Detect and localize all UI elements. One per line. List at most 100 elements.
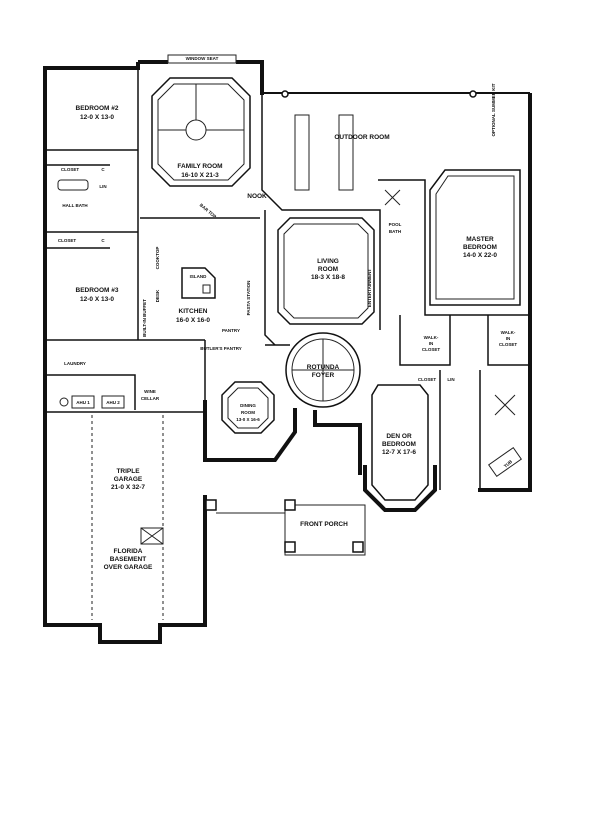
- label-pool-bath: POOL: [389, 222, 402, 227]
- label-entertainment: ENTERTAINMENT: [367, 269, 372, 307]
- front-porch-area: [284, 504, 366, 556]
- window-seat: [167, 54, 237, 64]
- label-c: C: [101, 167, 105, 172]
- label-island: ISLAND: [190, 274, 208, 279]
- label-foyer: FOYER: [312, 372, 335, 379]
- label-ahu1: AHU 1: [76, 400, 90, 405]
- label-living-room-size: 18-3 X 18-8: [311, 274, 345, 281]
- label-garage: TRIPLE: [116, 468, 140, 475]
- label-bedroom2: BEDROOM #2: [76, 105, 119, 112]
- label-garage-2: GARAGE: [114, 476, 143, 483]
- label-basement: FLORIDA: [114, 548, 143, 555]
- label-walk-in-closet-3: CLOSET: [499, 342, 518, 347]
- column: [469, 90, 477, 98]
- label-bar-top: BAR TOP: [199, 202, 218, 219]
- exterior-walls: [43, 60, 532, 644]
- label-walk-in-closet: WALK-: [424, 335, 439, 340]
- label-closet: CLOSET: [61, 167, 80, 172]
- label-kitchen-size: 16-0 X 16-0: [176, 317, 210, 324]
- label-family-room-size: 16-10 X 21-3: [181, 172, 219, 179]
- ahu2-unit: [101, 395, 125, 409]
- rotunda-outer: [285, 332, 361, 408]
- label-pantry: PANTRY: [222, 328, 240, 333]
- ceiling-medallion: [185, 119, 207, 141]
- label-tub: TUB: [503, 458, 514, 468]
- label-den: DEN OR: [386, 433, 412, 440]
- den-ceiling: [371, 384, 429, 501]
- label-desk: DESK: [155, 289, 160, 302]
- attic-access-cross: [140, 527, 164, 545]
- label-walk-in-closet: WALK-: [501, 330, 516, 335]
- label-walk-in-closet-2: IN: [506, 336, 511, 341]
- label-front-porch: FRONT PORCH: [300, 521, 348, 528]
- label-summer-kitchen: OPTIONAL SUMMER KIT: [491, 83, 496, 136]
- label-rotunda: ROTUNDA: [307, 364, 340, 371]
- label-nook: NOOK: [247, 193, 267, 200]
- label-window-seat: WINDOW SEAT: [186, 56, 219, 61]
- master-tub-icon: [488, 446, 522, 478]
- label-dining-room-size: 13-0 X 16-6: [236, 417, 260, 422]
- pool-shower-icon: [384, 189, 401, 206]
- living-room-ceiling-inner: [283, 223, 369, 319]
- label-bedroom2-size: 12-0 X 13-0: [80, 114, 114, 121]
- master-bedroom-ceiling-inner: [435, 175, 515, 300]
- label-den-size: 12-7 X 17-6: [382, 449, 416, 456]
- label-buffet: BUILT-IN BUFFET: [142, 299, 147, 337]
- bathtub-icon: [57, 179, 89, 191]
- family-room-ceiling-inner: [157, 83, 245, 181]
- shower-icon: [494, 394, 516, 416]
- label-walk-in-closet-3: CLOSET: [422, 347, 441, 352]
- master-bedroom-ceiling: [429, 169, 521, 306]
- label-pool-bath-2: BATH: [389, 229, 401, 234]
- label-basement-2: BASEMENT: [110, 556, 147, 563]
- prep-sink-icon: [202, 284, 211, 294]
- label-living-room-2: ROOM: [318, 266, 338, 273]
- label-master-bedroom: MASTER: [466, 236, 494, 243]
- porch-post: [352, 541, 364, 553]
- label-family-room: FAMILY ROOM: [177, 163, 222, 170]
- porch-post: [284, 499, 296, 511]
- interior-walls: [45, 68, 530, 490]
- label-hall-bath: HALL BATH: [62, 203, 87, 208]
- ceiling-beams: [158, 84, 244, 131]
- label-cooktop: COOKTOP: [155, 247, 160, 270]
- garage-door-lines: [91, 415, 164, 620]
- label-c: C: [101, 238, 105, 243]
- label-dining-room: DINING: [240, 403, 256, 408]
- label-wine-cellar-2: CELLAR: [141, 396, 160, 401]
- label-linen: LIN: [447, 377, 454, 382]
- label-bedroom3-size: 12-0 X 13-0: [80, 296, 114, 303]
- label-living-room: LIVING: [317, 258, 339, 265]
- label-wine-cellar: WINE: [144, 389, 156, 394]
- label-walk-in-closet-2: IN: [429, 341, 434, 346]
- porch-post: [284, 541, 296, 553]
- ahu1-unit: [71, 395, 95, 409]
- label-master-bedroom-2: BEDROOM: [463, 244, 497, 251]
- dining-room-ceiling: [221, 381, 275, 434]
- lounge-chair: [294, 114, 310, 191]
- label-dining-room-2: ROOM: [241, 410, 255, 415]
- label-master-bedroom-size: 14-0 X 22-0: [463, 252, 497, 259]
- label-outdoor-room: OUTDOOR ROOM: [334, 134, 389, 141]
- kitchen-island: [181, 267, 216, 299]
- column: [281, 90, 289, 98]
- label-closet: CLOSET: [58, 238, 77, 243]
- attic-access: [140, 527, 164, 545]
- dining-room-ceiling-inner: [227, 387, 269, 429]
- label-pasta-station: PASTA STATION: [246, 281, 251, 316]
- label-basement-3: OVER GARAGE: [104, 564, 153, 571]
- label-butlers-pantry: BUTLER'S PANTRY: [200, 346, 242, 351]
- rotunda-beams: [292, 339, 354, 401]
- label-closet: CLOSET: [418, 377, 437, 382]
- family-room-ceiling: [151, 77, 251, 187]
- label-linen: LIN: [99, 184, 106, 189]
- label-bedroom3: BEDROOM #3: [76, 287, 119, 294]
- label-ahu2: AHU 2: [106, 400, 120, 405]
- living-room-ceiling: [277, 217, 375, 325]
- porch-post: [205, 499, 217, 511]
- lounge-chair: [338, 114, 354, 191]
- label-garage-size: 21-0 X 32-7: [111, 484, 145, 491]
- label-den-2: BEDROOM: [382, 441, 416, 448]
- label-laundry: LAUNDRY: [64, 361, 86, 366]
